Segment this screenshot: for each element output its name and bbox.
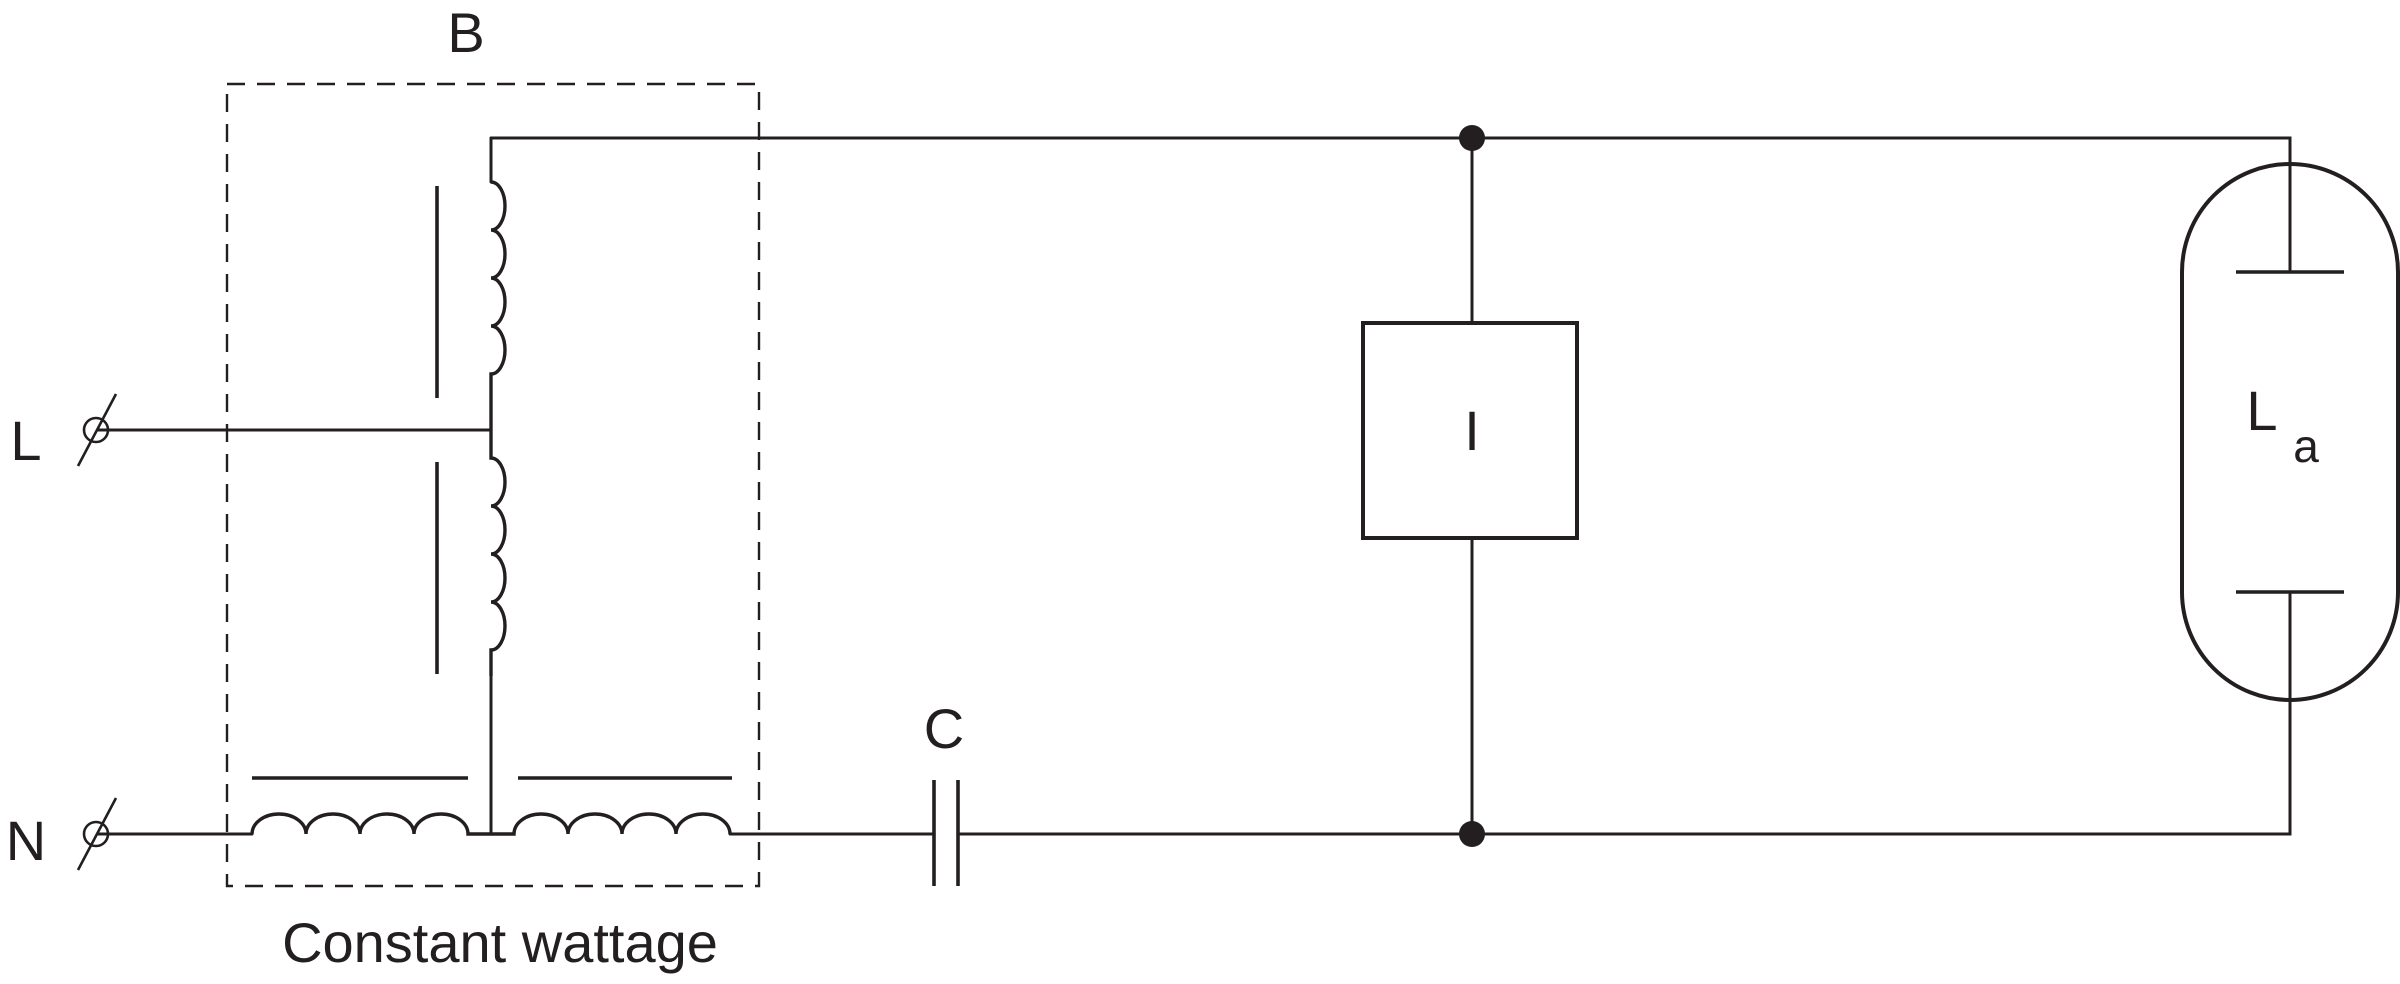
lamp-label-subscript: a	[2293, 420, 2319, 472]
bottom-inductor-left	[250, 812, 491, 836]
neutral-label: N	[6, 809, 46, 872]
junction-dot-bottom	[1459, 821, 1485, 847]
ignitor-label: I	[1464, 399, 1480, 462]
line-terminal-slash	[76, 393, 118, 467]
neutral-terminal-icon	[82, 820, 110, 848]
autotransformer-coil	[489, 180, 507, 676]
bottom-inductor-right	[491, 812, 732, 836]
ballast-enclosure	[225, 82, 761, 888]
line-terminal-icon	[82, 416, 110, 444]
line-label: L	[10, 409, 41, 472]
capacitor-label: C	[924, 697, 964, 760]
ballast-label: B	[447, 1, 484, 64]
junction-dot-top	[1459, 125, 1485, 151]
bottom-wire-right	[956, 656, 2292, 836]
neutral-terminal-slash	[76, 797, 118, 871]
lamp-label: L	[2246, 379, 2277, 442]
ignitor-box	[1361, 321, 1579, 540]
top-wire	[489, 136, 2292, 180]
ballast-caption: Constant wattage	[282, 911, 718, 974]
